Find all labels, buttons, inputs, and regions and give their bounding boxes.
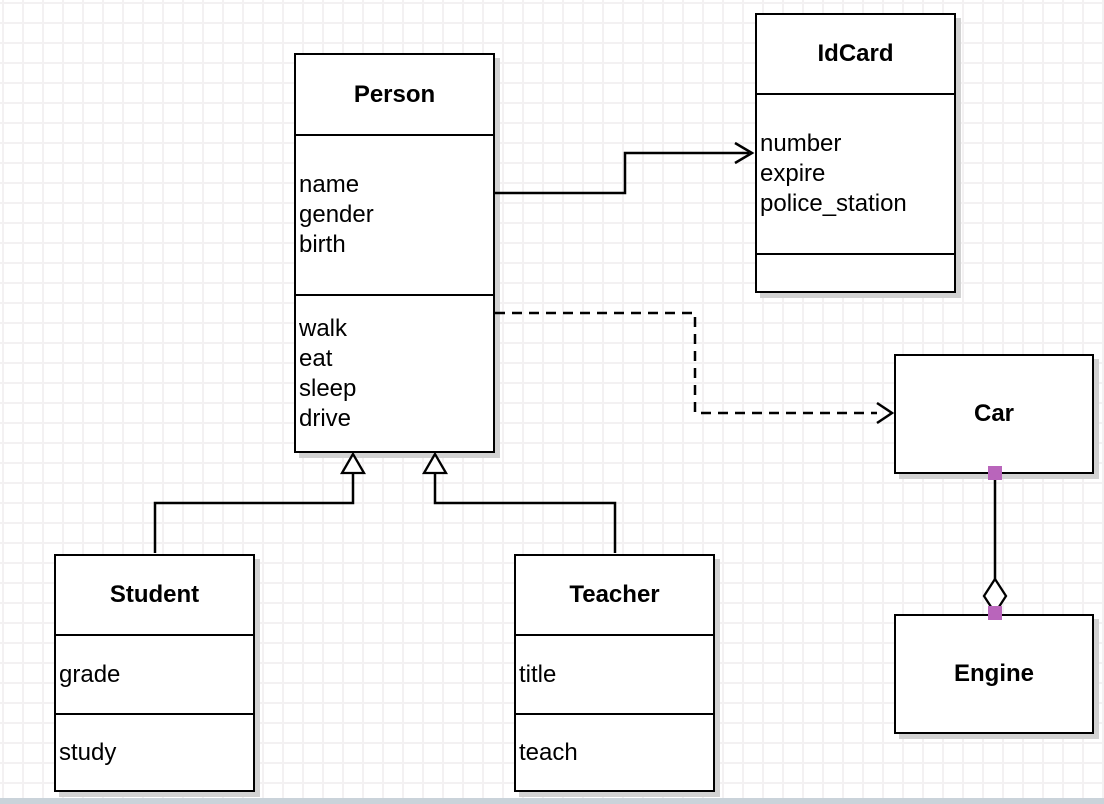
class-title-student: Student [109, 581, 200, 608]
idcard-attributes-compartment: number expire police_station [757, 93, 954, 253]
generalization-student-person[interactable] [153, 451, 366, 553]
open-arrowhead-icon [876, 401, 895, 425]
class-box-engine[interactable]: Engine [894, 614, 1094, 734]
class-box-car[interactable]: Car [894, 354, 1094, 474]
attribute-title: title [519, 660, 557, 688]
attribute-police-station: police_station [760, 190, 907, 217]
attribute-grade: grade [59, 660, 121, 688]
class-title-teacher: Teacher [569, 581, 660, 608]
method-teach: teach [519, 738, 578, 766]
method-drive: drive [299, 404, 352, 432]
attribute-name: name [299, 171, 360, 198]
student-methods-compartment: study [56, 713, 253, 790]
class-box-student[interactable]: Student grade study [54, 554, 255, 792]
person-methods-compartment: walk eat sleep drive [296, 294, 493, 451]
association-person-idcard[interactable] [495, 141, 755, 195]
hollow-diamond-icon [982, 576, 1008, 616]
class-title-idcard: IdCard [817, 40, 894, 67]
hollow-triangle-icon [340, 451, 366, 475]
class-box-person[interactable]: Person name gender birth walk eat sleep … [294, 53, 495, 453]
attribute-gender: gender [299, 201, 374, 228]
dependency-person-car[interactable] [495, 311, 895, 425]
generalization-teacher-person[interactable] [422, 451, 617, 553]
aggregation-car-engine[interactable] [982, 466, 1008, 620]
attribute-birth: birth [299, 231, 346, 258]
teacher-methods-compartment: teach [516, 713, 713, 790]
student-attributes-compartment: grade [56, 634, 253, 713]
attribute-expire: expire [760, 160, 826, 187]
teacher-attributes-compartment: title [516, 634, 713, 713]
class-title-engine: Engine [953, 660, 1034, 687]
class-box-teacher[interactable]: Teacher title teach [514, 554, 715, 792]
idcard-methods-compartment [757, 253, 954, 291]
canvas-bottom-edge [0, 798, 1104, 804]
method-sleep: sleep [299, 374, 357, 402]
class-title-car: Car [973, 400, 1015, 427]
class-box-idcard[interactable]: IdCard number expire police_station [755, 13, 956, 293]
person-attributes-compartment: name gender birth [296, 134, 493, 294]
method-study: study [59, 738, 117, 766]
method-walk: walk [299, 314, 348, 342]
class-title-person: Person [353, 80, 436, 108]
hollow-triangle-icon [422, 451, 448, 475]
open-arrowhead-icon [734, 141, 755, 165]
attribute-number: number [760, 130, 842, 157]
method-eat: eat [299, 344, 333, 372]
